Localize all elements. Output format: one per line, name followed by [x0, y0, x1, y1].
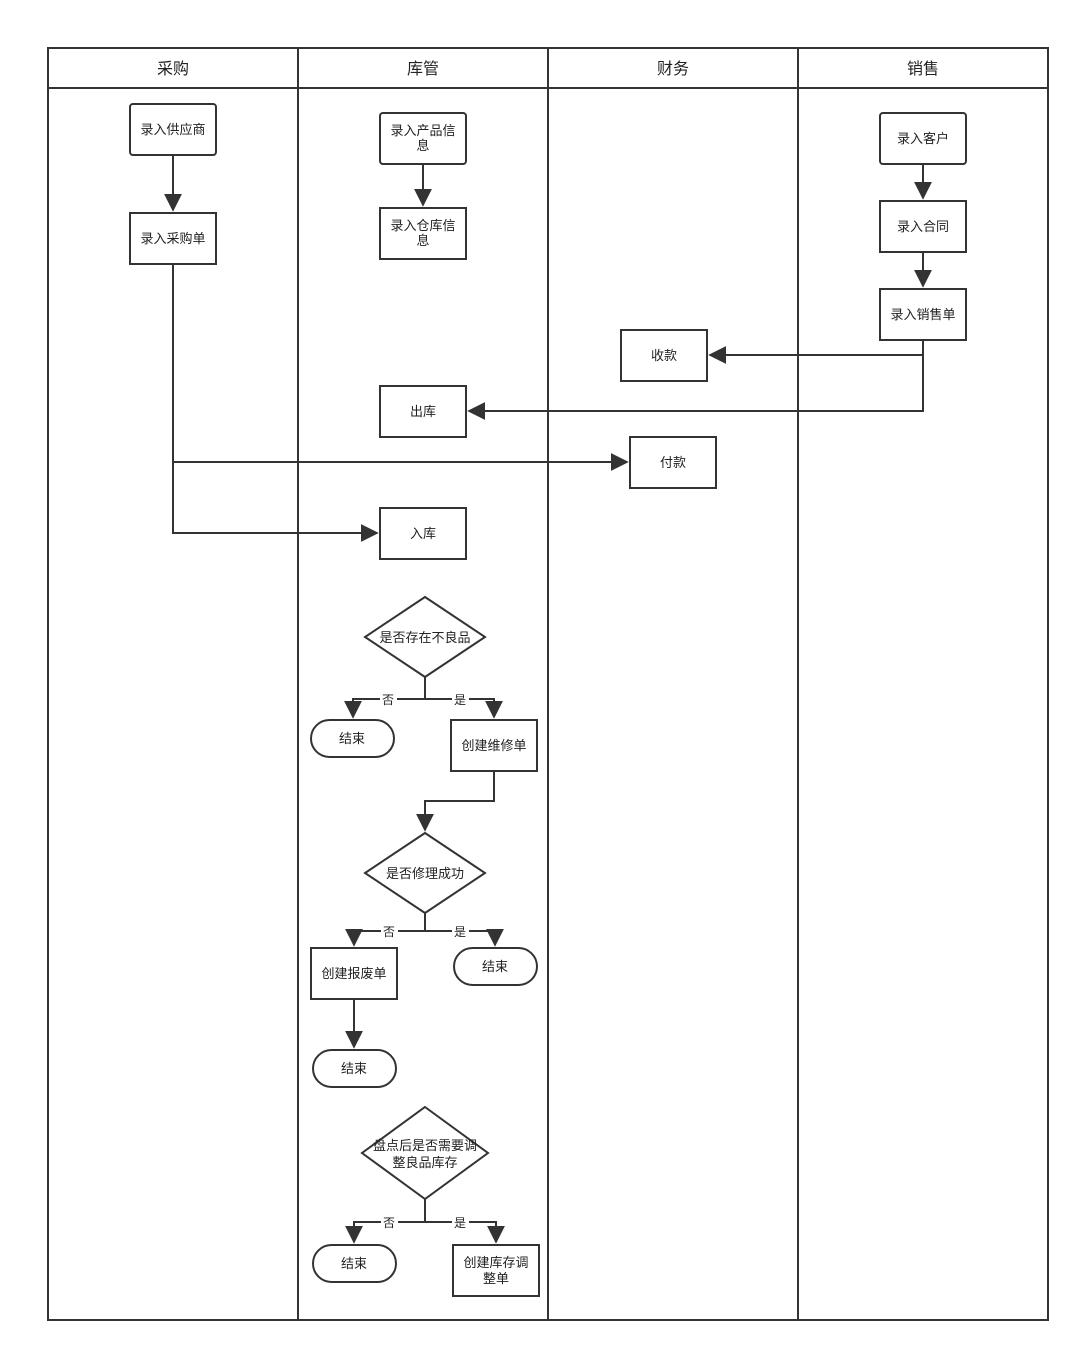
lane-title-purchase: 采购 [157, 59, 189, 78]
node-product-info-entry[interactable] [379, 112, 467, 165]
node-create-repair-order[interactable] [450, 719, 538, 772]
edge-label-yes: 是 [454, 693, 466, 707]
label-create-repair-order: 创建维修单 [461, 739, 526, 754]
node-create-scrap-order[interactable] [310, 947, 398, 1000]
node-receive-payment[interactable] [620, 329, 708, 382]
label-contract-entry: 录入合同 [897, 220, 949, 235]
edge-label-bg [381, 1215, 398, 1229]
label-inventory-adjust-check-line1: 盘点后是否需要调 [373, 1138, 477, 1154]
label-purchase-order-entry: 录入采购单 [140, 231, 205, 247]
label-warehouse-info-entry-line2: 息 [416, 233, 429, 249]
label-product-info-entry-line1: 录入产品信 [390, 124, 455, 139]
edge-label-no: 否 [383, 925, 395, 939]
node-make-payment[interactable] [629, 436, 717, 489]
edge-label-bg [381, 924, 398, 938]
edge-sales-order-to-receive-payment [708, 340, 924, 364]
node-create-adjust-order[interactable] [452, 1244, 540, 1297]
edge-label-bg [452, 692, 469, 706]
label-stock-in: 入库 [410, 526, 436, 542]
edge-defect-check-yes [425, 698, 503, 719]
label-make-payment: 付款 [660, 456, 686, 471]
label-create-adjust-order-line2: 整单 [483, 1272, 509, 1287]
edge-sales-order-to-stock-out [467, 355, 924, 420]
node-end-2[interactable] [453, 947, 538, 986]
label-stock-out: 出库 [410, 404, 436, 420]
lane-title-sales: 销售 [907, 59, 939, 78]
edge-label-bg [452, 1215, 469, 1229]
label-end-2: 结束 [482, 960, 508, 975]
node-inventory-adjust-check[interactable] [360, 1105, 490, 1201]
label-warehouse-info-entry-line1: 录入仓库信 [390, 218, 455, 234]
label-repair-success-check: 是否修理成功 [386, 867, 464, 882]
edge-label-no: 否 [382, 693, 394, 707]
label-supplier-entry: 录入供应商 [140, 122, 205, 138]
edge-repair-check-yes [425, 928, 504, 947]
node-customer-entry[interactable] [879, 112, 967, 165]
node-contract-entry[interactable] [879, 200, 967, 253]
edge-purchase-order-to-stock-in [172, 264, 379, 542]
label-end-4: 结束 [341, 1257, 367, 1272]
label-end-3: 结束 [341, 1062, 367, 1077]
node-defect-check[interactable] [363, 595, 487, 679]
node-stock-out[interactable] [379, 385, 467, 438]
node-purchase-order-entry[interactable] [129, 212, 217, 265]
label-receive-payment: 收款 [651, 349, 677, 364]
lane-title-finance: 财务 [657, 59, 689, 78]
node-supplier-entry[interactable] [129, 103, 217, 156]
label-defect-check: 是否存在不良品 [379, 630, 470, 646]
label-product-info-entry-line2: 息 [416, 138, 429, 154]
label-create-scrap-order: 创建报废单 [321, 966, 386, 982]
node-end-4[interactable] [312, 1244, 397, 1283]
node-warehouse-info-entry[interactable] [379, 207, 467, 260]
label-end-1: 结束 [339, 732, 365, 747]
node-end-3[interactable] [312, 1049, 397, 1088]
label-create-adjust-order-line1: 创建库存调 [463, 1255, 528, 1271]
edge-label-yes: 是 [454, 925, 466, 939]
node-sales-order-entry[interactable] [879, 288, 967, 341]
node-repair-success-check[interactable] [363, 831, 487, 915]
edge-adjust-check-yes [425, 1221, 505, 1244]
node-stock-in[interactable] [379, 507, 467, 560]
label-customer-entry: 录入客户 [897, 131, 949, 147]
label-sales-order-entry: 录入销售单 [890, 307, 955, 323]
edge-label-bg [452, 924, 469, 938]
lane-title-warehouse: 库管 [407, 59, 439, 78]
edge-label-no: 否 [383, 1216, 395, 1230]
node-end-1[interactable] [310, 719, 395, 758]
edge-label-yes: 是 [454, 1216, 466, 1230]
edge-repair-order-to-check [416, 771, 495, 832]
edge-label-bg [380, 692, 397, 706]
label-inventory-adjust-check-line2: 整良品库存 [392, 1155, 457, 1171]
